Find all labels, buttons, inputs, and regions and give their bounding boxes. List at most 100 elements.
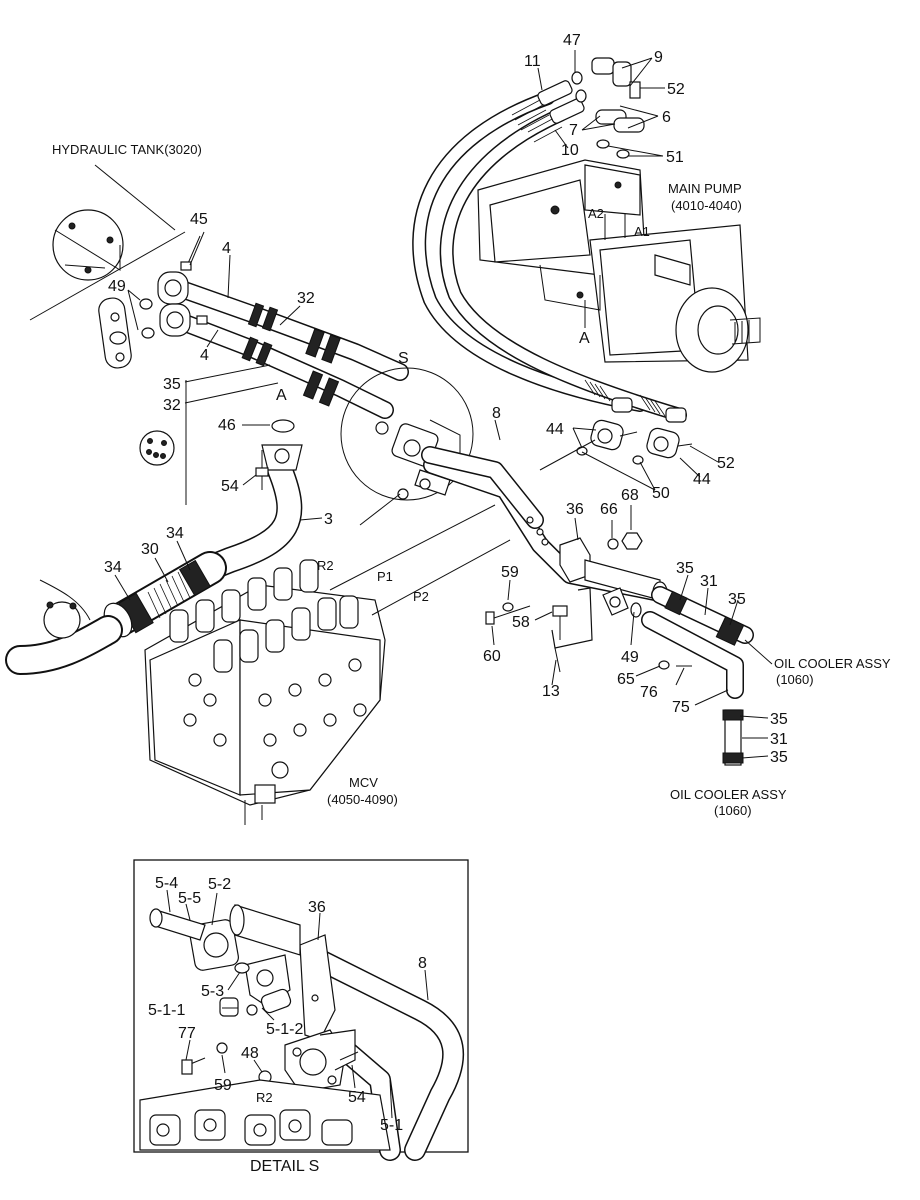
- detail-s-box: [133, 859, 469, 1161]
- bolt-60: [485, 605, 531, 625]
- callout-11: 11: [524, 53, 541, 70]
- pump-elbow-fittings: [571, 57, 645, 159]
- left-elbow: [5, 579, 123, 675]
- washer-66: [607, 538, 619, 550]
- detail-callout-5-2: 5-2: [208, 876, 231, 893]
- mcv-block: [144, 559, 386, 825]
- clamp-13: [554, 647, 561, 673]
- callout-35a: 35: [163, 376, 181, 393]
- bracket-36: [526, 516, 668, 649]
- washer-59: [502, 602, 514, 612]
- callout-46: 46: [218, 417, 236, 434]
- callout-3: 3: [324, 511, 333, 528]
- callout-8: 8: [492, 405, 501, 422]
- callout-52b: 52: [717, 455, 735, 472]
- callout-44a: 44: [546, 421, 564, 438]
- callout-30: 30: [141, 541, 159, 558]
- callout-31b: 31: [770, 731, 788, 748]
- detail-callout-59: 59: [214, 1077, 232, 1094]
- detail-callout-5-1: 5-1: [380, 1117, 403, 1134]
- callout-59: 59: [501, 564, 519, 581]
- port-r2-label: R2: [317, 558, 334, 573]
- callout-4b: 4: [200, 347, 209, 364]
- mcv-label: MCV: [349, 775, 378, 790]
- line-p1-label: P1: [377, 569, 393, 584]
- callout-76: 76: [640, 684, 658, 701]
- oil-cooler-hose-upper: [651, 586, 754, 646]
- callout-35b: 35: [676, 560, 694, 577]
- detail-s-caption: DETAIL S: [250, 1158, 319, 1175]
- suction-pipe-3: [197, 419, 303, 581]
- mcv-code: (4050-4090): [327, 792, 398, 807]
- callout-4a: 4: [222, 240, 231, 257]
- callout-6: 6: [662, 109, 671, 126]
- detail-callout-5-1-1: 5-1-1: [148, 1002, 185, 1019]
- bolt-58: [552, 605, 568, 640]
- detail-callout-5-4: 5-4: [155, 875, 178, 892]
- bolt-45: [180, 235, 201, 271]
- pipe-75: [641, 611, 744, 699]
- view-s-label: S: [398, 350, 409, 367]
- detail-callout-5-3: 5-3: [201, 983, 224, 1000]
- callout-32b: 32: [163, 397, 181, 414]
- hydraulic-tank: [29, 164, 186, 321]
- detail-callout-48: 48: [241, 1045, 259, 1062]
- callout-75: 75: [672, 699, 690, 716]
- hose-30: [103, 551, 227, 638]
- callouts: 47 9 11 52 6 7 10 51 45 4 49 32 4 35 32 …: [104, 32, 788, 766]
- callout-36: 36: [566, 501, 584, 518]
- callout-10: 10: [561, 142, 579, 159]
- callout-34a: 34: [104, 559, 122, 576]
- main-pump-code: (4010-4040): [671, 198, 742, 213]
- detail-callout-77: 77: [178, 1025, 196, 1042]
- callout-7: 7: [569, 122, 578, 139]
- callout-13: 13: [542, 683, 560, 700]
- callout-35c: 35: [728, 591, 746, 608]
- oil-cooler-code-2: (1060): [714, 803, 752, 818]
- line-p2-label: P2: [413, 589, 429, 604]
- main-pump-label: MAIN PUMP: [668, 181, 742, 196]
- suction-hose-upper: [157, 271, 409, 381]
- callout-52a: 52: [667, 81, 685, 98]
- nut-68: [621, 532, 643, 550]
- callout-50: 50: [652, 485, 670, 502]
- view-a-label: A: [276, 387, 287, 404]
- callout-32a: 32: [297, 290, 315, 307]
- oil-cooler-hose-lower: [722, 709, 744, 766]
- pump-hoses: [412, 80, 687, 423]
- callout-31a: 31: [700, 573, 718, 590]
- detail-callouts: 5-4 5-2 5-5 36 8 5-3 5-1-1 5-1-2 77 48 5…: [148, 875, 427, 1134]
- detail-callout-36: 36: [308, 899, 326, 916]
- callout-47: 47: [563, 32, 581, 49]
- callout-68: 68: [621, 487, 639, 504]
- callout-9: 9: [654, 49, 663, 66]
- callout-54: 54: [221, 478, 239, 495]
- callout-45: 45: [190, 211, 208, 228]
- port-a1-label: A1: [634, 224, 650, 239]
- hydraulic-tank-label: HYDRAULIC TANK(3020): [52, 142, 202, 157]
- detail-callout-54: 54: [348, 1089, 366, 1106]
- callout-49a: 49: [108, 278, 126, 295]
- line-p2: [371, 539, 511, 616]
- round-plate: [139, 430, 175, 466]
- callout-60: 60: [483, 648, 501, 665]
- suction-hose-lower: [159, 303, 394, 419]
- bolt-45b: [196, 315, 208, 325]
- callout-66: 66: [600, 501, 618, 518]
- callout-65: 65: [617, 671, 635, 688]
- oil-cooler-label-2: OIL COOLER ASSY: [670, 787, 787, 802]
- port-a-pump-label: A: [579, 330, 590, 347]
- callout-51: 51: [666, 149, 684, 166]
- detail-callout-5-5: 5-5: [178, 890, 201, 907]
- detail-callout-8: 8: [418, 955, 427, 972]
- callout-44b: 44: [693, 471, 711, 488]
- oil-cooler-code-1: (1060): [776, 672, 814, 687]
- main-pump: [477, 159, 761, 373]
- leader-lines: [114, 50, 773, 759]
- port-a2-label: A2: [588, 206, 604, 221]
- callout-49b: 49: [621, 649, 639, 666]
- callout-35e: 35: [770, 749, 788, 766]
- detail-port-r2-label: R2: [256, 1090, 273, 1105]
- line-p1: [329, 504, 496, 591]
